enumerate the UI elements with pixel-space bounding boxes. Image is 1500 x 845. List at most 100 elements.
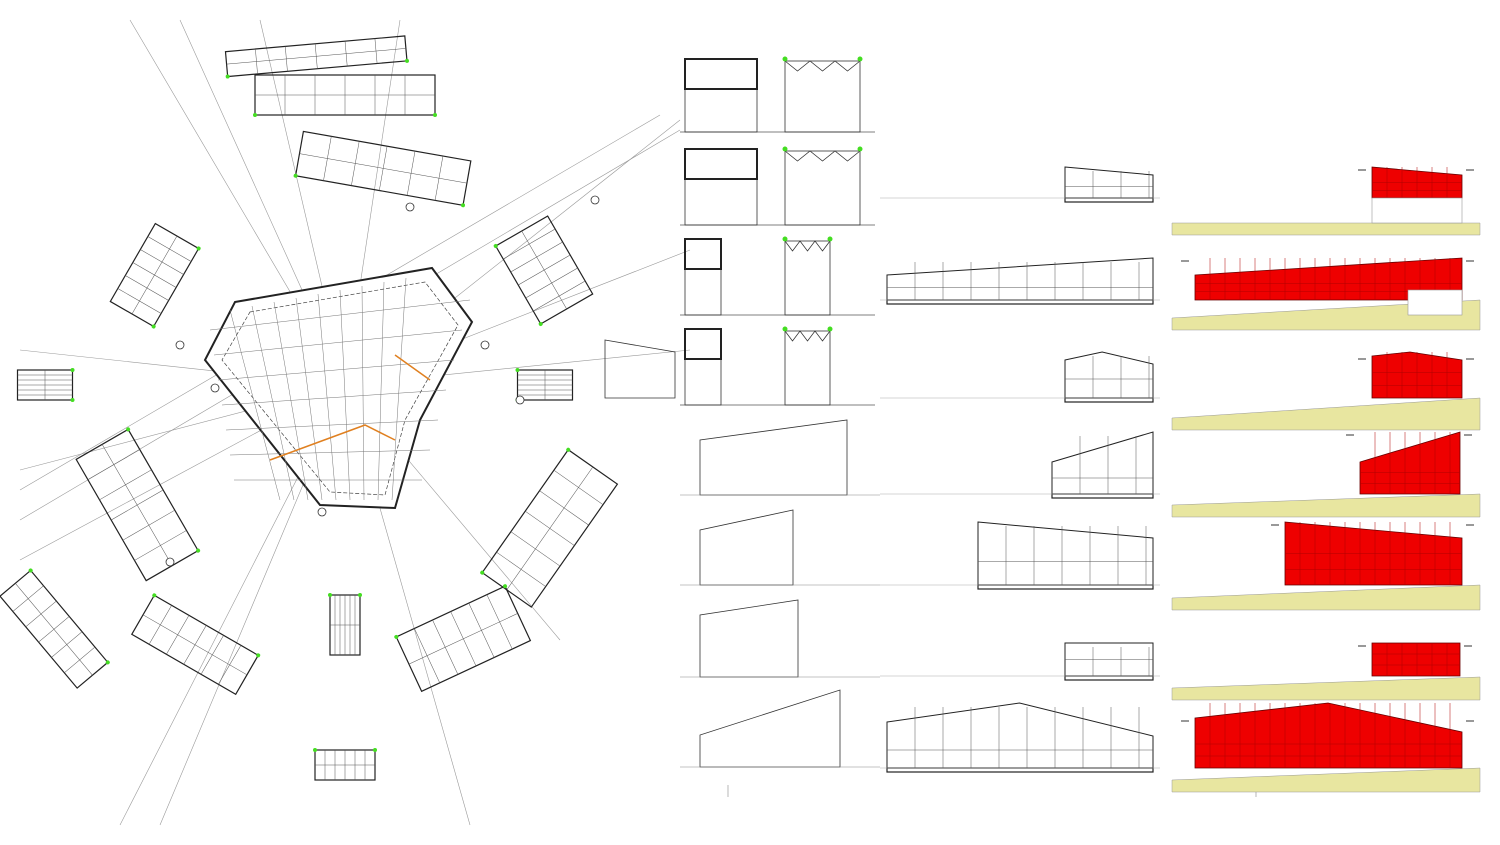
- line-elevation: [977, 521, 1154, 586]
- line-elevations: [727, 166, 1257, 797]
- structural-grid-line: [209, 299, 471, 331]
- building-wing: [130, 593, 261, 696]
- truss-web: [784, 150, 861, 162]
- level-marker: [253, 113, 257, 117]
- level-marker: [313, 748, 317, 752]
- colored-elevations: [1171, 166, 1481, 793]
- plinth: [1064, 197, 1154, 203]
- building-wing: [394, 584, 532, 693]
- structural-grid-line: [251, 305, 295, 501]
- grid-bubble: [590, 195, 600, 205]
- section-glazing: [684, 58, 758, 90]
- section-frame: [684, 238, 722, 316]
- level-marker: [28, 568, 33, 573]
- plinth: [886, 299, 1154, 305]
- grid-bubble: [175, 340, 185, 350]
- ground-fill: [1171, 397, 1481, 431]
- grid-bubble: [515, 395, 525, 405]
- level-marker: [827, 236, 833, 242]
- structural-grid-line: [217, 359, 455, 381]
- structural-grid-line: [317, 293, 337, 501]
- section-frame: [684, 328, 722, 406]
- structural-grid-line: [361, 285, 365, 501]
- level-marker: [293, 173, 298, 178]
- ground-fill: [1171, 767, 1481, 793]
- building-wing: [109, 222, 201, 329]
- building-profile: [699, 509, 794, 586]
- building-wing: [515, 368, 574, 402]
- building-wing: [328, 593, 362, 656]
- section-profile: [604, 339, 676, 399]
- building-wing: [224, 35, 409, 79]
- building-wing: [0, 568, 110, 689]
- level-marker: [782, 236, 788, 242]
- truss-web: [784, 330, 831, 342]
- level-marker: [225, 74, 230, 79]
- structural-grid-line: [273, 301, 309, 501]
- level-marker: [70, 368, 75, 372]
- level-marker: [126, 427, 131, 432]
- building-wing: [493, 215, 594, 326]
- wing-grid-line: [408, 613, 518, 665]
- site-plan: [0, 19, 691, 826]
- wing-grid-line: [521, 230, 567, 310]
- level-marker: [480, 570, 485, 575]
- level-marker: [196, 246, 201, 251]
- section-glazing: [684, 238, 722, 270]
- truss-web: [784, 240, 831, 252]
- ground-fill: [1171, 493, 1481, 518]
- level-marker: [857, 56, 863, 62]
- structural-grid-line: [339, 289, 351, 501]
- level-marker: [857, 146, 863, 152]
- wing-grid-line: [101, 444, 173, 566]
- line-elevation: [886, 702, 1154, 769]
- central-hall-outline: [203, 266, 474, 510]
- wing-grid-line: [15, 583, 93, 676]
- section-frame: [684, 148, 758, 226]
- wing-grid-line: [131, 235, 178, 315]
- wing-grid-line: [506, 466, 594, 590]
- level-marker: [827, 326, 833, 332]
- truss-web: [784, 60, 861, 72]
- level-marker: [196, 548, 201, 553]
- truss-frame: [784, 240, 831, 316]
- structural-grid-line: [229, 449, 431, 456]
- grid-bubble: [480, 340, 490, 350]
- level-marker: [461, 203, 466, 208]
- plinth: [886, 767, 1154, 773]
- level-marker: [394, 634, 399, 639]
- level-marker: [782, 326, 788, 332]
- plinth: [1064, 397, 1154, 403]
- building-wing: [480, 447, 619, 608]
- structural-grid-line: [213, 329, 463, 356]
- cross-sections: [680, 56, 880, 768]
- ground-fill: [1171, 299, 1481, 331]
- level-marker: [493, 244, 498, 249]
- open-ground-floor: [1371, 197, 1463, 224]
- level-marker: [151, 324, 156, 329]
- section-frame: [684, 58, 758, 133]
- grid-bubble: [405, 202, 415, 212]
- opening: [1407, 289, 1463, 316]
- building-wing: [313, 748, 377, 781]
- level-marker: [404, 58, 409, 63]
- truss-frame: [784, 60, 861, 133]
- grid-bubble: [165, 557, 175, 567]
- structural-grid-line: [377, 281, 385, 501]
- wing-grid-line: [226, 48, 406, 65]
- central-hall-inner: [221, 281, 459, 496]
- level-marker: [70, 398, 75, 402]
- level-marker: [566, 447, 571, 452]
- building-profile: [699, 599, 799, 678]
- ground-fill: [1171, 676, 1481, 701]
- orange-path: [394, 354, 431, 381]
- structural-grid-line: [229, 309, 281, 501]
- level-marker: [503, 584, 508, 589]
- wing-grid-line: [299, 153, 467, 184]
- section-glazing: [684, 148, 758, 180]
- level-marker: [538, 321, 543, 326]
- line-elevation: [1064, 166, 1154, 199]
- building-wing: [293, 130, 472, 208]
- level-marker: [328, 593, 332, 597]
